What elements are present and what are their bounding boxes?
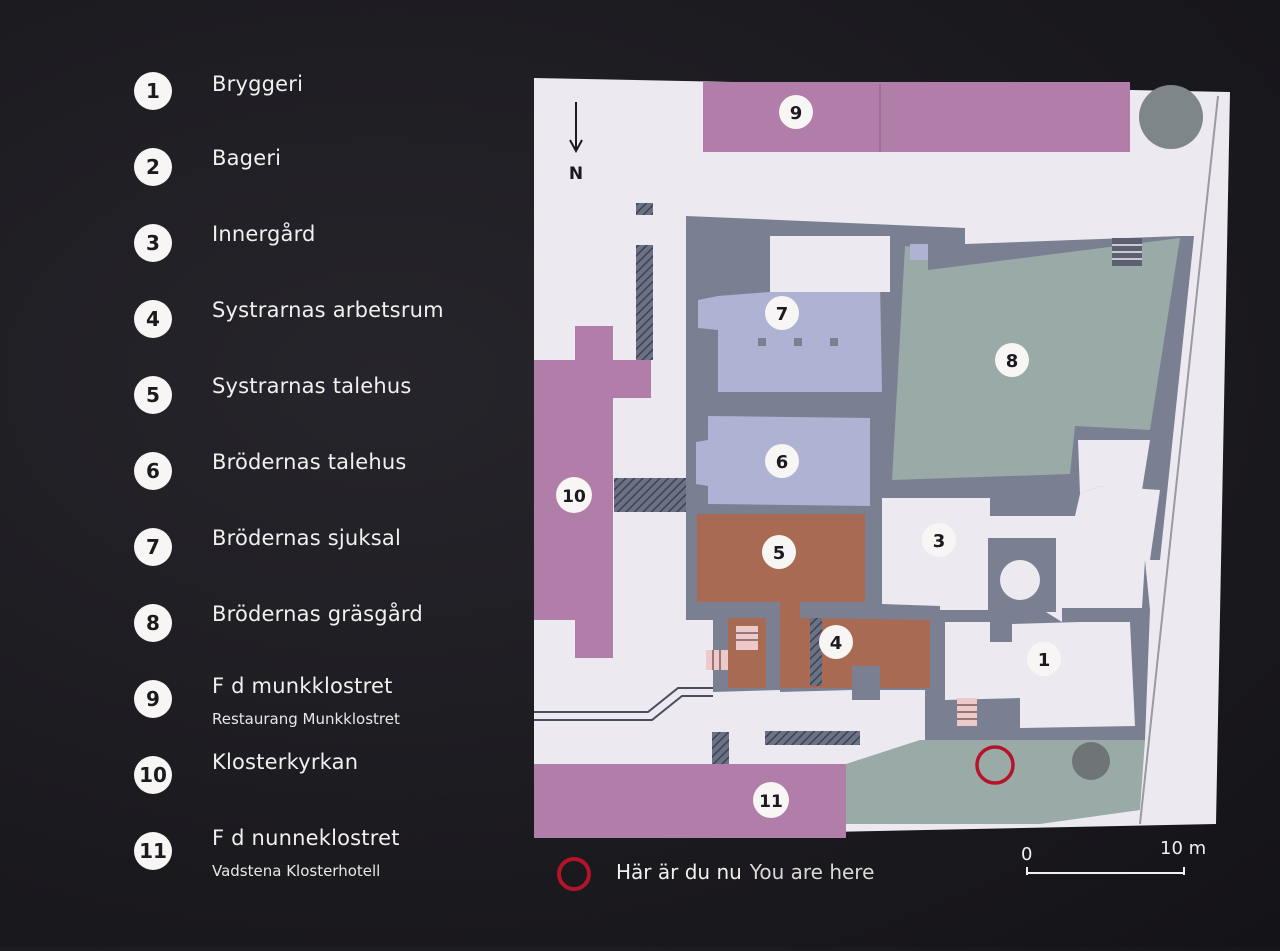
you-are-here-icon xyxy=(557,857,591,891)
legend-number-4: 4 xyxy=(134,300,172,338)
stairs-8 xyxy=(1112,238,1142,266)
legend-sublabel-11: Vadstena Klosterhotell xyxy=(212,862,381,880)
tree-circle-top xyxy=(1139,85,1203,149)
building-4-wall xyxy=(766,602,780,690)
legend-label-7: Brödernas sjuksal xyxy=(212,526,402,550)
legend-label-10: Klosterkyrkan xyxy=(212,750,359,774)
hatch-wall-2 xyxy=(636,245,653,360)
well-circle xyxy=(1000,560,1040,600)
north-arrow xyxy=(569,102,583,154)
legend-number-5: 5 xyxy=(134,376,172,414)
legend-number-1: 1 xyxy=(134,72,172,110)
you-are-here-en: You are here xyxy=(749,860,875,884)
building-10 xyxy=(534,326,651,620)
scale-bar xyxy=(1026,867,1185,875)
you-are-here-label: Här är du nu You are here xyxy=(616,860,874,884)
legend-number-7: 7 xyxy=(134,528,172,566)
legend-number-2: 2 xyxy=(134,148,172,186)
hatch-wall-4 xyxy=(712,732,729,764)
courtyard-3-right xyxy=(1078,440,1150,494)
svg-text:10: 10 xyxy=(562,487,586,507)
road-edge-line xyxy=(1139,95,1219,825)
pillar-1 xyxy=(758,338,766,346)
legend-label-9: F d munkklostret xyxy=(212,674,393,698)
legend-label-4: Systrarnas arbetsrum xyxy=(212,298,444,322)
svg-text:9: 9 xyxy=(790,103,803,124)
map-marker-7: 7 xyxy=(765,296,799,330)
map-marker-5: 5 xyxy=(762,535,796,569)
svg-text:8: 8 xyxy=(1006,351,1019,372)
hatch-wall-5 xyxy=(765,731,860,745)
you-are-here-marker xyxy=(975,745,1015,785)
small-window xyxy=(910,244,928,260)
svg-text:3: 3 xyxy=(933,531,946,552)
stairs-1 xyxy=(957,698,977,726)
building-10-lower xyxy=(575,620,613,658)
you-are-here-sv: Här är du nu xyxy=(616,860,742,884)
pillar-3 xyxy=(830,338,838,346)
map-marker-9: 9 xyxy=(779,95,813,129)
building-11 xyxy=(534,764,846,838)
legend-number-11: 11 xyxy=(134,832,172,870)
north-label: N xyxy=(569,164,583,184)
map-marker-8: 8 xyxy=(995,343,1029,377)
legend-label-8: Brödernas gräsgård xyxy=(212,602,423,626)
legend-number-10: 10 xyxy=(134,756,172,794)
map-marker-11: 11 xyxy=(753,782,789,818)
legend-label-6: Brödernas talehus xyxy=(212,450,407,474)
svg-text:7: 7 xyxy=(776,304,789,325)
map-marker-10: 10 xyxy=(556,477,592,513)
hatch-wall-3 xyxy=(614,478,686,512)
legend-sublabel-9: Restaurang Munkklostret xyxy=(212,710,400,728)
svg-text:11: 11 xyxy=(759,792,783,812)
building-7-white xyxy=(770,236,890,292)
scale-start-label: 0 xyxy=(1021,844,1033,865)
legend-label-1: Bryggeri xyxy=(212,72,304,96)
building-8 xyxy=(892,238,1180,480)
scale-end-label: 10 m xyxy=(1160,838,1207,859)
stairs-4 xyxy=(736,626,758,650)
walkway-line-1 xyxy=(534,687,713,713)
svg-text:4: 4 xyxy=(830,633,843,654)
map-marker-1: 1 xyxy=(1027,642,1061,676)
stairs-4b xyxy=(706,650,728,670)
legend-number-8: 8 xyxy=(134,604,172,642)
legend-number-6: 6 xyxy=(134,452,172,490)
map-marker-6: 6 xyxy=(765,444,799,478)
hatch-wall-1 xyxy=(636,203,653,215)
legend-label-2: Bageri xyxy=(212,146,282,170)
svg-text:6: 6 xyxy=(776,452,789,473)
pillar-2 xyxy=(794,338,802,346)
tree-circle-bottom xyxy=(1072,742,1110,780)
legend-label-3: Innergård xyxy=(212,222,316,246)
walkway-line-2 xyxy=(534,695,713,721)
building-9 xyxy=(703,82,1130,152)
map-marker-3: 3 xyxy=(922,523,956,557)
map-marker-4: 4 xyxy=(819,625,853,659)
legend-panel: 1 Bryggeri 2 Bageri 3 Innergård 4 Systra… xyxy=(0,0,520,947)
svg-text:5: 5 xyxy=(773,543,786,564)
legend-number-3: 3 xyxy=(134,224,172,262)
legend-number-9: 9 xyxy=(134,680,172,718)
building-4-hatch xyxy=(810,618,822,686)
legend-label-5: Systrarnas talehus xyxy=(212,374,412,398)
svg-text:1: 1 xyxy=(1038,650,1051,671)
legend-label-11: F d nunneklostret xyxy=(212,826,400,850)
